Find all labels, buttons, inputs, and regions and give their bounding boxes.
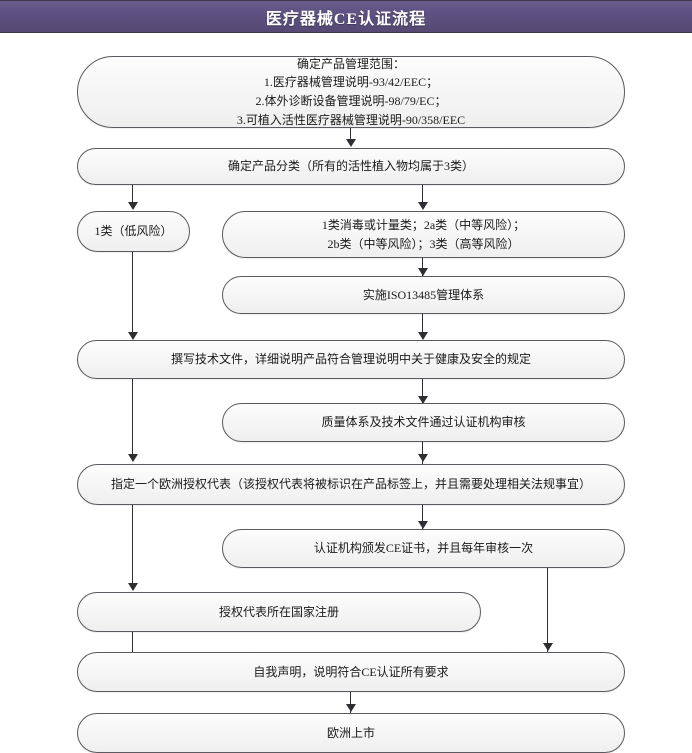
arrowhead-classification-to-other-classes xyxy=(418,202,428,210)
arrowhead-scope-to-classification xyxy=(346,139,356,147)
page-title-bar: 医疗器械CE认证流程 xyxy=(0,0,692,33)
node-authorized-rep-label: 指定一个欧洲授权代表（该授权代表将被标识在产品标签上，并且需要处理相关法规事宜） xyxy=(110,477,591,492)
node-country-registration[interactable]: 授权代表所在国家注册 xyxy=(77,592,481,632)
node-audit-label: 质量体系及技术文件通过认证机构审核 xyxy=(321,415,526,430)
node-technical-file-label: 撰写技术文件，详细说明产品符合管理说明中关于健康及安全的规定 xyxy=(170,352,531,367)
arrowhead-self-declaration-to-europe-market xyxy=(346,704,356,712)
arrowhead-class1-to-technical-file xyxy=(128,332,138,340)
node-class1-low-risk[interactable]: 1类（低风险） xyxy=(77,211,190,252)
node-audit[interactable]: 质量体系及技术文件通过认证机构审核 xyxy=(222,403,625,442)
connector-self-declaration-to-europe-market xyxy=(350,692,352,714)
connector-class1-to-technical-file xyxy=(132,252,134,338)
arrowhead-classification-to-class1 xyxy=(128,202,138,210)
node-classification[interactable]: 确定产品分类（所有的活性植入物均属于3类） xyxy=(77,148,625,185)
node-europe-market-label: 欧洲上市 xyxy=(326,725,375,740)
arrowhead-ce-certificate-to-self-declaration xyxy=(543,643,553,651)
connector-authorized-rep-to-country-registration xyxy=(132,505,134,590)
connector-classification-to-class1 xyxy=(132,185,134,203)
node-class1-low-risk-label: 1类（低风险） xyxy=(94,224,173,239)
connector-country-registration-to-self-declaration xyxy=(132,632,134,652)
node-scope-label: 确定产品管理范围： 1.医疗器械管理说明-93/42/EEC； 2.体外诊断设备… xyxy=(236,56,466,127)
arrowhead-authorized-rep-to-country-registration xyxy=(128,583,138,591)
connector-audit-to-authorized-rep xyxy=(422,442,424,464)
arrowhead-technical-file-to-authorized-rep-left xyxy=(128,454,138,462)
connector-ce-certificate-to-self-declaration xyxy=(547,568,549,653)
node-class-other-risk-label: 1类消毒或计量类；2a类（中等风险）； 2b类（中等风险）；3类（高等风险） xyxy=(321,217,526,251)
arrowhead-other-classes-to-iso13485 xyxy=(418,268,428,276)
node-iso13485-label: 实施ISO13485管理体系 xyxy=(362,287,485,302)
node-europe-market[interactable]: 欧洲上市 xyxy=(77,713,625,753)
node-ce-certificate-label: 认证机构颁发CE证书，并且每年审核一次 xyxy=(313,541,534,556)
connector-scope-to-classification xyxy=(350,128,352,141)
arrowhead-audit-to-authorized-rep xyxy=(418,454,428,462)
connector-classification-to-other-classes xyxy=(422,185,424,203)
arrowhead-iso13485-to-technical-file xyxy=(418,332,428,340)
connector-technical-file-to-audit xyxy=(422,379,424,404)
page-title: 医疗器械CE认证流程 xyxy=(265,10,427,28)
node-authorized-rep[interactable]: 指定一个欧洲授权代表（该授权代表将被标识在产品标签上，并且需要处理相关法规事宜） xyxy=(77,464,625,505)
node-country-registration-label: 授权代表所在国家注册 xyxy=(218,604,339,619)
node-classification-label: 确定产品分类（所有的活性植入物均属于3类） xyxy=(227,159,474,174)
node-ce-certificate[interactable]: 认证机构颁发CE证书，并且每年审核一次 xyxy=(222,529,625,568)
node-scope[interactable]: 确定产品管理范围： 1.医疗器械管理说明-93/42/EEC； 2.体外诊断设备… xyxy=(77,56,625,128)
node-technical-file[interactable]: 撰写技术文件，详细说明产品符合管理说明中关于健康及安全的规定 xyxy=(77,340,625,379)
connector-other-classes-to-iso13485 xyxy=(422,258,424,276)
connector-authorized-rep-to-ce-certificate xyxy=(422,505,424,530)
node-self-declaration-label: 自我声明，说明符合CE认证所有要求 xyxy=(253,664,449,679)
node-class-other-risk[interactable]: 1类消毒或计量类；2a类（中等风险）； 2b类（中等风险）；3类（高等风险） xyxy=(222,211,625,258)
arrowhead-authorized-rep-to-ce-certificate xyxy=(418,521,428,529)
connector-technical-file-to-authorized-rep-left xyxy=(132,379,134,461)
node-iso13485[interactable]: 实施ISO13485管理体系 xyxy=(222,276,625,314)
connector-iso13485-to-technical-file xyxy=(422,314,424,339)
node-self-declaration[interactable]: 自我声明，说明符合CE认证所有要求 xyxy=(77,652,625,692)
arrowhead-technical-file-to-audit xyxy=(418,396,428,404)
